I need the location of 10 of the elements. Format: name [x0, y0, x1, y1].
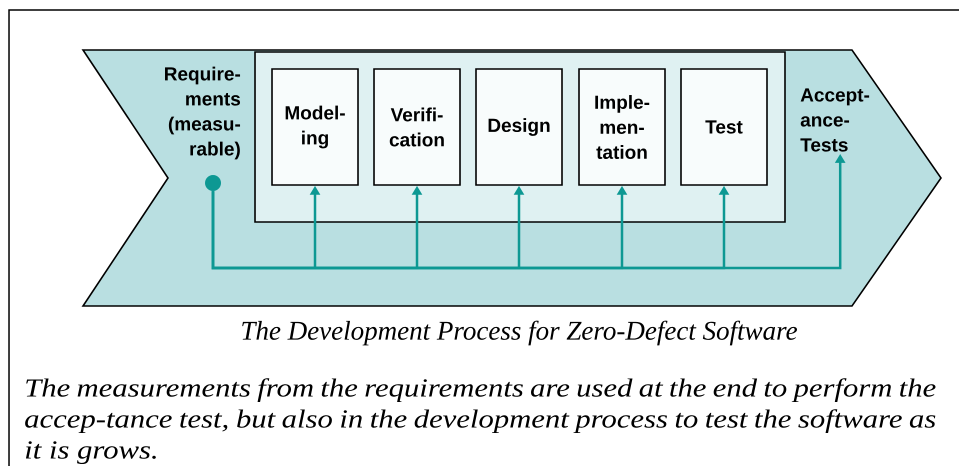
stage-label: Accept-ance-Tests	[800, 88, 870, 152]
note-text: The measurements from the requirements are used at the end to perform the accep-tance test, but also in the development process to test the software as it is grows.	[25, 378, 936, 464]
stage-label: Require-ments (measu-rable)	[165, 66, 240, 160]
caption: The Development Process for Zero-Defect Software	[242, 320, 797, 346]
process-box: Imple-men-tation	[578, 68, 666, 186]
process-box: Test	[680, 68, 768, 186]
start-dot	[205, 175, 221, 191]
process-box: Verifi-cation	[373, 68, 461, 186]
process-box: Model-ing	[271, 68, 359, 186]
process-box: Design	[475, 68, 563, 186]
